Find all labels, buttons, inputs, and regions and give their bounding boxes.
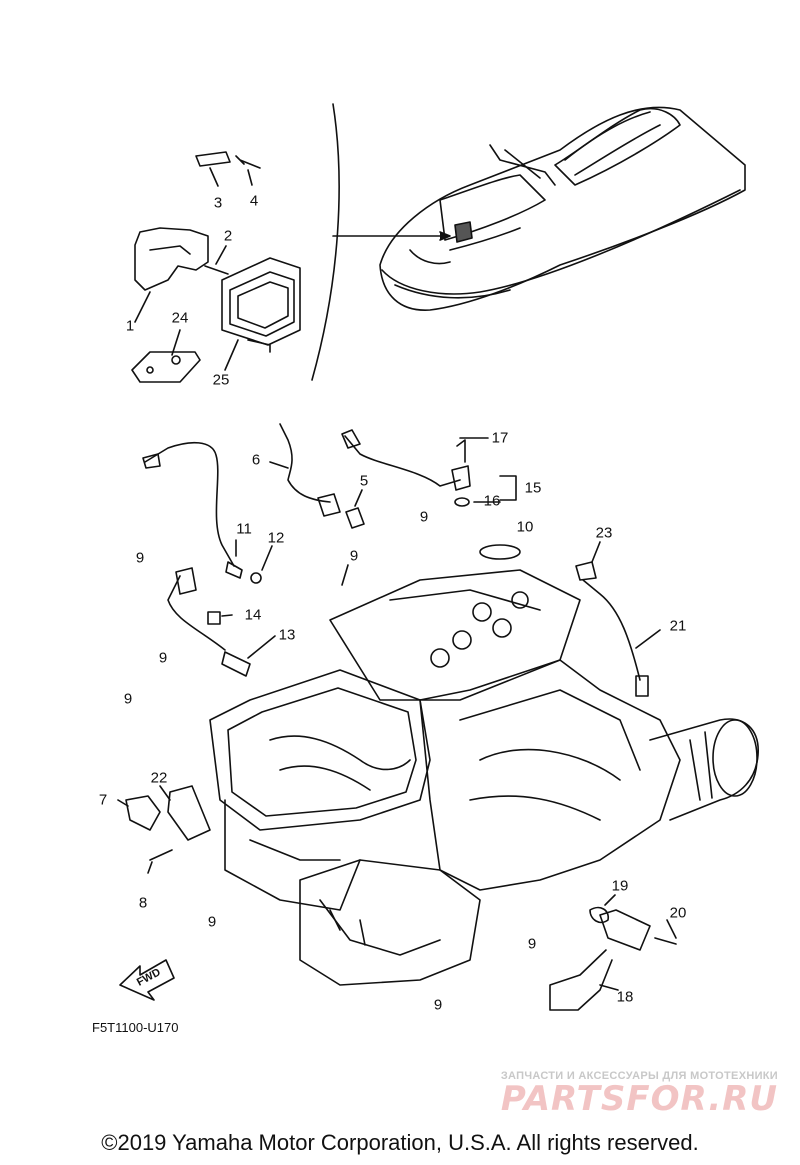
watermark-logo: PARTSFOR.RU: [500, 1079, 778, 1119]
callout-15: 15: [524, 479, 542, 497]
callout-9: 9: [158, 649, 168, 667]
callout-24: 24: [171, 309, 189, 327]
copyright-notice: ©2019 Yamaha Motor Corporation, U.S.A. A…: [101, 1130, 699, 1155]
callout-18: 18: [616, 988, 634, 1006]
callout-7: 7: [98, 791, 108, 809]
callout-25: 25: [212, 371, 230, 389]
callout-19: 19: [611, 877, 629, 895]
callout-23: 23: [595, 524, 613, 542]
callout-5: 5: [359, 472, 369, 490]
callout-3: 3: [213, 194, 223, 212]
callout-16: 16: [483, 492, 501, 510]
callout-8: 8: [138, 894, 148, 912]
callout-10: 10: [516, 518, 534, 536]
callout-17: 17: [491, 429, 509, 447]
callout-13: 13: [278, 626, 296, 644]
watermark-subtitle: ЗАПЧАСТИ И АКСЕССУАРЫ ДЛЯ МОТОТЕХНИКИ: [500, 1070, 778, 1082]
callout-9: 9: [349, 547, 359, 565]
figure-code: F5T1100-U170: [92, 1020, 179, 1035]
callout-20: 20: [669, 904, 687, 922]
callout-6: 6: [251, 451, 261, 469]
callout-21: 21: [669, 617, 687, 635]
engine-block: [209, 569, 759, 986]
watercraft-illustration: [379, 106, 746, 311]
callout-9: 9: [527, 935, 537, 953]
callout-12: 12: [267, 529, 285, 547]
callout-9: 9: [123, 690, 133, 708]
leader-lines: [117, 167, 677, 991]
callout-1: 1: [125, 317, 135, 335]
callout-11: 11: [236, 520, 252, 538]
callout-9: 9: [433, 996, 443, 1014]
callout-22: 22: [150, 769, 168, 787]
fwd-arrow: [119, 959, 175, 1001]
watermark: ЗАПЧАСТИ И АКСЕССУАРЫ ДЛЯ МОТОТЕХНИКИ PA…: [501, 1070, 778, 1116]
callout-9: 9: [135, 549, 145, 567]
callout-2: 2: [223, 227, 233, 245]
callout-4: 4: [249, 192, 259, 210]
callout-14: 14: [244, 606, 262, 624]
callout-9: 9: [207, 913, 217, 931]
inset-bracket: [311, 103, 340, 381]
callout-9: 9: [419, 508, 429, 526]
ecu-group: [131, 151, 301, 383]
